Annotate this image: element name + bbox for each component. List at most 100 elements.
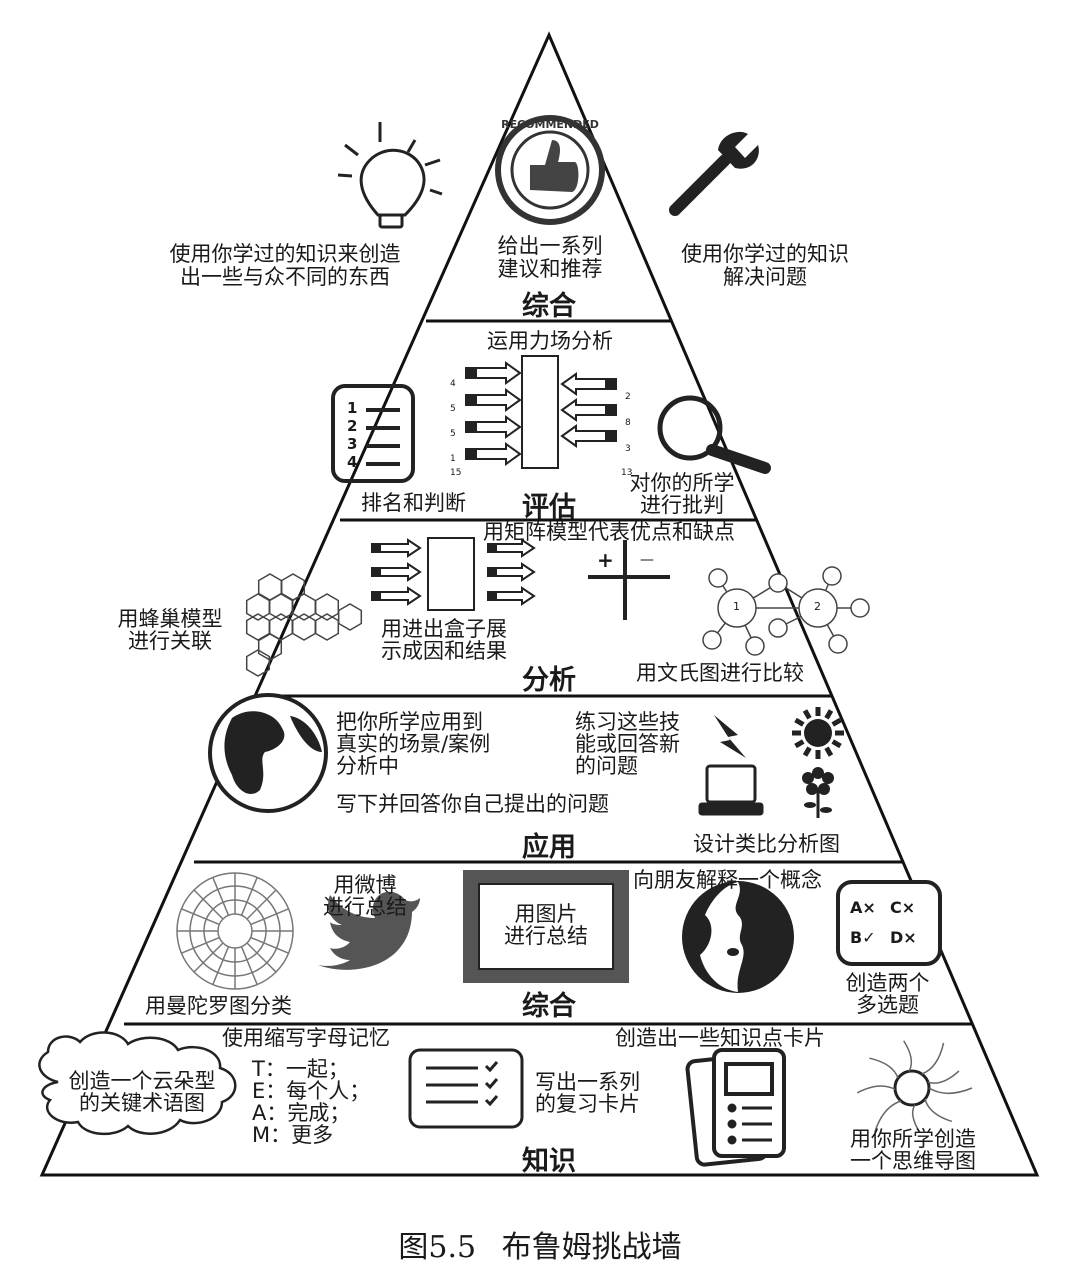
text-line: 写出一系列 xyxy=(535,1070,640,1094)
output-arrow xyxy=(495,586,536,606)
flower-icon xyxy=(802,767,834,818)
level-title-synthesis-top: 综合 xyxy=(522,291,576,322)
right-force-values: 2 8 3 xyxy=(625,384,631,462)
choice-b: B✓ xyxy=(850,928,876,947)
hexagon-cell xyxy=(245,649,271,677)
sun-ray xyxy=(831,739,842,749)
explain-concept-text: 向朋友解释一个概念 xyxy=(633,868,822,892)
text-line: 进行批判 xyxy=(640,493,724,517)
list-number: 4 xyxy=(347,453,358,471)
left-force-values: 4 5 5 1 xyxy=(450,372,456,472)
sun-ray xyxy=(794,717,805,727)
mind-map-branch xyxy=(911,1104,921,1133)
sun-ray xyxy=(824,746,834,757)
practice-skills-text: 练习这些技 能或回答新 的问题 xyxy=(575,711,680,777)
text-line: 的问题 xyxy=(575,754,638,778)
twitter-bird-icon xyxy=(318,891,420,970)
sun-ray xyxy=(802,709,812,720)
hexagon-cell xyxy=(245,593,271,621)
text-line: 创造两个 xyxy=(845,971,930,995)
list-number: 3 xyxy=(347,435,358,453)
force-value: 1 xyxy=(450,454,456,464)
plus-sign: + xyxy=(597,548,614,572)
flashcards-text: 创造出一些知识点卡片 xyxy=(615,1026,825,1050)
mandala-spoke xyxy=(181,936,220,954)
venn-network-icon xyxy=(702,566,870,656)
hexagon-cell xyxy=(314,613,340,641)
create-unique-text: 使用你学过的知识来创造 出一些与众不同的东西 xyxy=(150,243,420,289)
output-arrow xyxy=(495,562,536,582)
text-line: 进行关联 xyxy=(128,629,212,653)
acronym-title: 使用缩写字母记忆 xyxy=(222,1026,390,1050)
text-line: 用微博 xyxy=(333,873,397,897)
text-line: 真实的场景/案例 xyxy=(336,732,491,756)
force-value: 5 xyxy=(450,404,456,414)
mandala-icon xyxy=(176,872,294,990)
input-arrow-tail xyxy=(371,567,381,577)
in-out-box-text: 用进出盒子展 示成因和结果 xyxy=(381,618,507,662)
rank-judge-text: 排名和判断 xyxy=(361,491,466,515)
force-arrow-tail xyxy=(605,404,617,416)
stamp-text: RECOMMENDED xyxy=(501,118,599,131)
mandala-spoke xyxy=(193,889,224,920)
list-number: 2 xyxy=(347,417,358,435)
mandala-spoke xyxy=(212,877,230,916)
force-value: 8 xyxy=(625,418,631,428)
critique-text: 对你的所学 进行批判 xyxy=(612,472,752,516)
plus-minus-matrix-icon xyxy=(588,540,670,620)
picture-frame-icon xyxy=(463,870,629,983)
figure-title: 布鲁姆挑战墙 xyxy=(501,1230,682,1265)
text-line: 多选题 xyxy=(856,993,919,1017)
text-line: 进行总结 xyxy=(323,895,407,919)
list-numbers: 1 2 3 4 xyxy=(347,399,357,471)
force-arrow-right xyxy=(475,388,522,412)
sun-ray xyxy=(824,709,834,720)
force-value: 3 xyxy=(625,444,631,454)
force-value: 5 xyxy=(450,429,456,439)
text-line: 用进出盒子展 xyxy=(381,617,507,641)
text-line: 用你所学创造 xyxy=(850,1127,976,1151)
cloud-terms-text: 创造一个云朵型 的关键术语图 xyxy=(52,1070,232,1114)
force-arrow-tail xyxy=(465,448,477,460)
mandala-text: 用曼陀罗图分类 xyxy=(145,994,292,1018)
acronym-line: E：每个人； xyxy=(252,1079,371,1103)
in-out-box-diagram xyxy=(371,537,536,611)
force-arrow-left xyxy=(560,398,607,422)
wrench-icon xyxy=(669,131,759,216)
cloud-icon xyxy=(38,1031,237,1135)
matrix-text: 用矩阵模型代表优点和缺点 xyxy=(483,520,735,544)
mind-map-branch xyxy=(928,1087,973,1095)
mandala-spoke xyxy=(240,877,258,916)
force-arrow-tail xyxy=(465,394,477,406)
text-line: 能或回答新 xyxy=(575,732,680,756)
hexagon-cell xyxy=(337,603,363,631)
computer-icon xyxy=(698,764,764,816)
checklist-icon xyxy=(408,1048,524,1129)
hexagon-cell xyxy=(314,593,340,621)
level-title-evaluation: 评估 xyxy=(522,492,576,523)
mind-map-branch xyxy=(927,1070,960,1084)
acronym-line: M：更多 xyxy=(252,1123,334,1147)
text-line: 示成因和结果 xyxy=(381,639,507,663)
recommended-stamp-icon: RECOMMENDED xyxy=(495,115,605,225)
picture-summary-text: 用图片 进行总结 xyxy=(479,903,613,947)
force-arrow-tail xyxy=(465,367,477,379)
text-line: 的复习卡片 xyxy=(535,1092,640,1116)
text-line: 给出一系列 xyxy=(497,234,603,258)
force-value: 2 xyxy=(625,392,631,402)
review-cards-text: 写出一系列 的复习卡片 xyxy=(535,1071,640,1115)
mcq-text: 创造两个 多选题 xyxy=(830,972,945,1016)
card-dot xyxy=(727,1103,737,1113)
multiple-choice-icon xyxy=(836,880,942,966)
hexagon-icon xyxy=(245,573,363,677)
lightning-icon xyxy=(714,715,746,758)
mandala-spoke xyxy=(246,889,277,920)
pyramid-outline xyxy=(39,31,1040,1177)
lightbulb-icon xyxy=(337,122,443,229)
flashcards-icon xyxy=(685,1048,786,1167)
mandala-spoke xyxy=(240,946,258,985)
mind-map-branch xyxy=(856,1085,896,1094)
text-line: 分析中 xyxy=(336,754,399,778)
sun-ray xyxy=(802,746,812,757)
choice-c: C× xyxy=(890,898,916,917)
